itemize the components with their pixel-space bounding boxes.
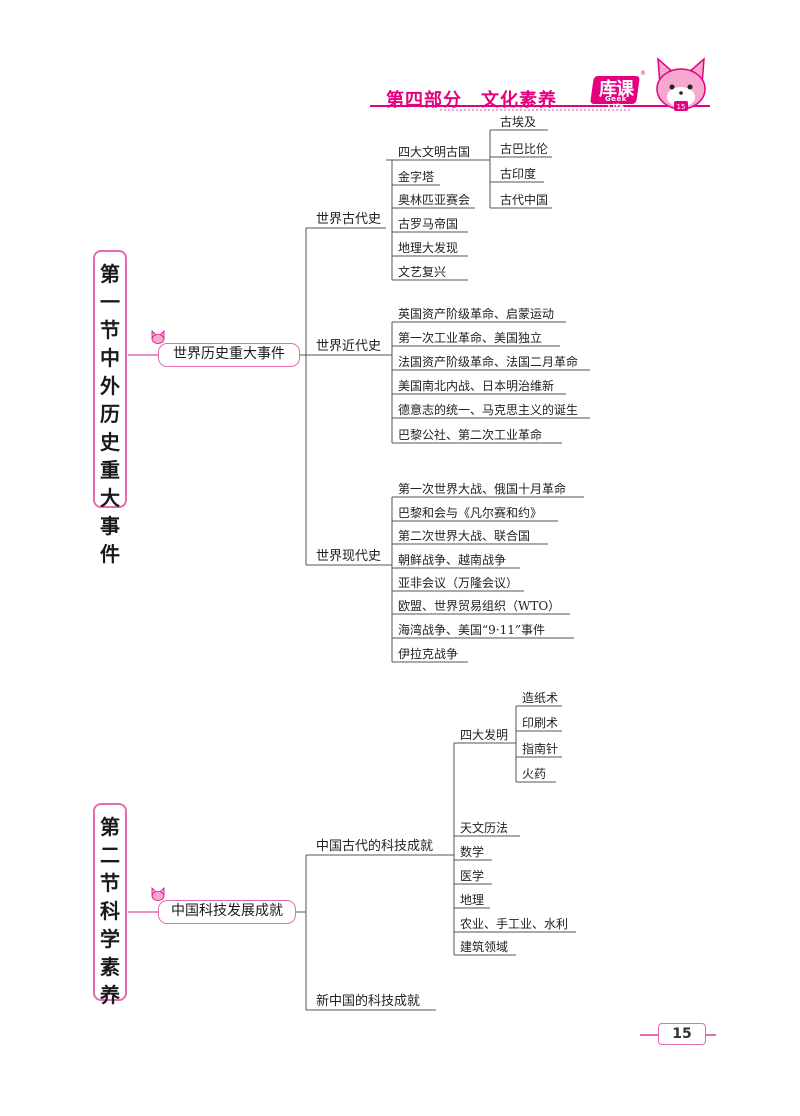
fox-icon <box>151 887 165 901</box>
list-item: 古罗马帝国 <box>398 217 459 231</box>
section-tag-char: 科 <box>100 899 120 923</box>
section-tag-char: 外 <box>100 374 120 398</box>
header-rule <box>370 105 710 107</box>
page-number-rule-right <box>706 1034 716 1036</box>
list-item: 农业、手工业、水利 <box>460 917 569 931</box>
section-tag-char: 事 <box>100 514 120 538</box>
list-item: 伊拉克战争 <box>398 647 459 661</box>
list-item: 第一次工业革命、美国独立 <box>398 331 543 345</box>
list-item: 数学 <box>460 845 485 859</box>
mascot-badge-number: 15 <box>677 103 686 111</box>
list-item: 天文历法 <box>460 821 509 835</box>
list-item: 第一次世界大战、俄国十月革命 <box>398 482 567 496</box>
header-dotted-rule <box>440 109 630 111</box>
branch-world-ancient: 世界古代史 <box>316 212 382 227</box>
section-tag-char: 第 <box>100 262 120 286</box>
list-item: 金字塔 <box>398 170 435 184</box>
branch-new-china-science: 新中国的科技成就 <box>316 994 421 1009</box>
list-item: 法国资产阶级革命、法国二月革命 <box>398 355 579 369</box>
section-tag-char: 节 <box>100 318 120 342</box>
section-tag-char: 史 <box>100 430 120 454</box>
list-item: 指南针 <box>522 742 559 756</box>
section-tag-1: 第 一 节 中 外 历 史 重 大 事 件 <box>93 250 127 566</box>
list-item: 地理 <box>460 893 485 907</box>
section-tag-char: 大 <box>100 486 120 510</box>
branch-china-ancient-science: 中国古代的科技成就 <box>316 839 434 854</box>
section-tag-char: 第 <box>100 815 120 839</box>
list-item: 德意志的统一、马克思主义的诞生 <box>398 403 579 417</box>
branch-world-modern: 世界近代史 <box>316 339 382 354</box>
list-item: 文艺复兴 <box>398 265 447 279</box>
list-item: 地理大发现 <box>398 241 459 255</box>
section-tag-char: 素 <box>100 955 120 979</box>
list-item: 海湾战争、美国“9·11”事件 <box>398 623 545 637</box>
logo-subtext: Geek Life <box>605 95 627 111</box>
page-number-rule-left <box>640 1034 658 1036</box>
section-tag-char: 件 <box>100 542 120 566</box>
list-item: 古代中国 <box>500 193 549 207</box>
list-item: 古印度 <box>500 167 537 181</box>
group-four-inventions: 四大发明 <box>460 728 509 742</box>
list-item: 第二次世界大战、联合国 <box>398 529 531 543</box>
section-tag-char: 二 <box>100 843 120 867</box>
section-tag-char: 养 <box>100 983 120 1007</box>
section-tag-char: 节 <box>100 871 120 895</box>
list-item: 欧盟、世界贸易组织（WTO） <box>398 599 561 613</box>
list-item: 奥林匹亚赛会 <box>398 193 471 207</box>
section-tag-2: 第 二 节 科 学 素 养 <box>93 803 127 1007</box>
list-item: 火药 <box>522 767 547 781</box>
list-item: 古埃及 <box>500 115 537 129</box>
list-item: 巴黎公社、第二次工业革命 <box>398 428 543 442</box>
list-item: 印刷术 <box>522 716 559 730</box>
list-item: 四大文明古国 <box>398 145 471 159</box>
fox-mascot-icon: 15 <box>656 57 706 111</box>
page-number: 15 <box>658 1023 706 1045</box>
list-item: 美国南北内战、日本明治维新 <box>398 379 555 393</box>
section-tag-char: 历 <box>100 402 120 426</box>
list-item: 亚非会议（万隆会议） <box>398 576 519 590</box>
fox-icon <box>151 330 165 344</box>
list-item: 古巴比伦 <box>500 142 549 156</box>
list-item: 造纸术 <box>522 691 559 705</box>
logo-registered-mark: ® <box>640 70 646 77</box>
section-tag-char: 一 <box>100 290 120 314</box>
section-tag-char: 学 <box>100 927 120 951</box>
topic-world-history: 世界历史重大事件 <box>158 343 300 367</box>
list-item: 建筑领域 <box>460 940 509 954</box>
list-item: 医学 <box>460 869 485 883</box>
logo-text: 库课 <box>599 79 634 100</box>
list-item: 巴黎和会与《凡尔赛和约》 <box>398 506 543 520</box>
list-item: 英国资产阶级革命、启蒙运动 <box>398 307 555 321</box>
branch-world-contemporary: 世界现代史 <box>316 549 382 564</box>
section-tag-char: 中 <box>100 346 120 370</box>
list-item: 朝鲜战争、越南战争 <box>398 553 507 567</box>
topic-china-science: 中国科技发展成就 <box>158 900 296 924</box>
section-tag-char: 重 <box>100 458 120 482</box>
